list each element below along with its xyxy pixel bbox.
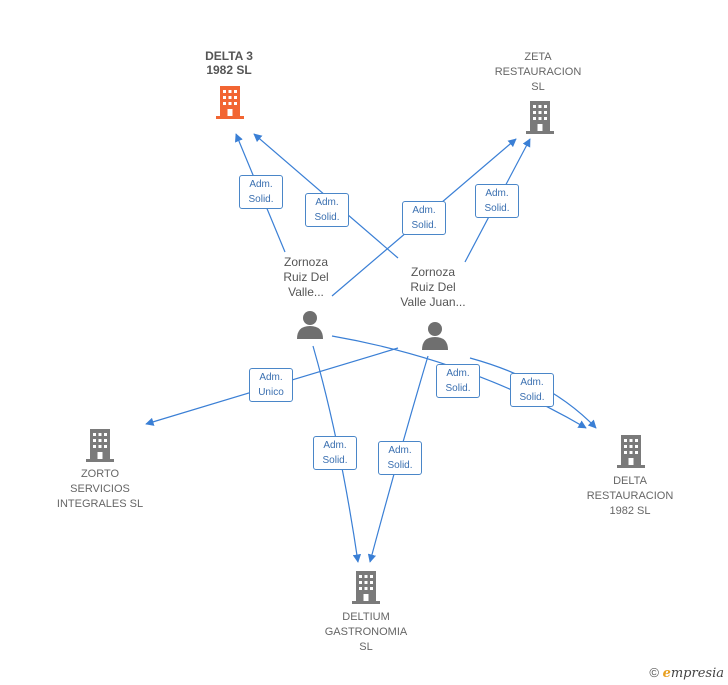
edge-label-p1-zeta[interactable]: Adm. Solid. [402, 201, 446, 235]
edge-label-p1-delta3[interactable]: Adm. Solid. [239, 175, 283, 209]
person-icon[interactable] [420, 320, 450, 350]
person-label-p1[interactable]: Zornoza Ruiz Del Valle... [283, 255, 329, 299]
company-label-delta-rest[interactable]: DELTA RESTAURACION 1982 SL [586, 475, 674, 517]
edge-label-p2-deltium[interactable]: Adm. Solid. [378, 441, 422, 475]
building-icon[interactable] [214, 84, 246, 120]
person-icon[interactable] [295, 309, 325, 339]
building-icon[interactable] [84, 427, 116, 463]
company-label-zeta[interactable]: ZETA RESTAURACION SL [494, 51, 582, 93]
building-icon[interactable] [524, 99, 556, 135]
brand-logo: empresia [662, 666, 724, 681]
person-label-p2[interactable]: Zornoza Ruiz Del Valle Juan... [400, 265, 466, 309]
edge-label-p2-deltarest[interactable]: Adm. Solid. [510, 373, 554, 407]
edge-label-p2-zorto[interactable]: Adm. Unico [249, 368, 293, 402]
building-icon[interactable] [615, 433, 647, 469]
company-label-delta3[interactable]: DELTA 3 1982 SL [205, 49, 253, 77]
edge-label-p1-deltium[interactable]: Adm. Solid. [313, 436, 357, 470]
copyright-icon: © [649, 665, 659, 680]
company-label-zorto[interactable]: ZORTO SERVICIOS INTEGRALES SL [56, 468, 144, 510]
building-icon[interactable] [350, 569, 382, 605]
edge-label-p2-zeta[interactable]: Adm. Solid. [475, 184, 519, 218]
company-label-deltium[interactable]: DELTIUM GASTRONOMIA SL [324, 611, 408, 653]
edge-label-p2-delta3[interactable]: Adm. Solid. [305, 193, 349, 227]
copyright-badge: © empresia [649, 665, 724, 681]
edge-label-p1-deltarest[interactable]: Adm. Solid. [436, 364, 480, 398]
